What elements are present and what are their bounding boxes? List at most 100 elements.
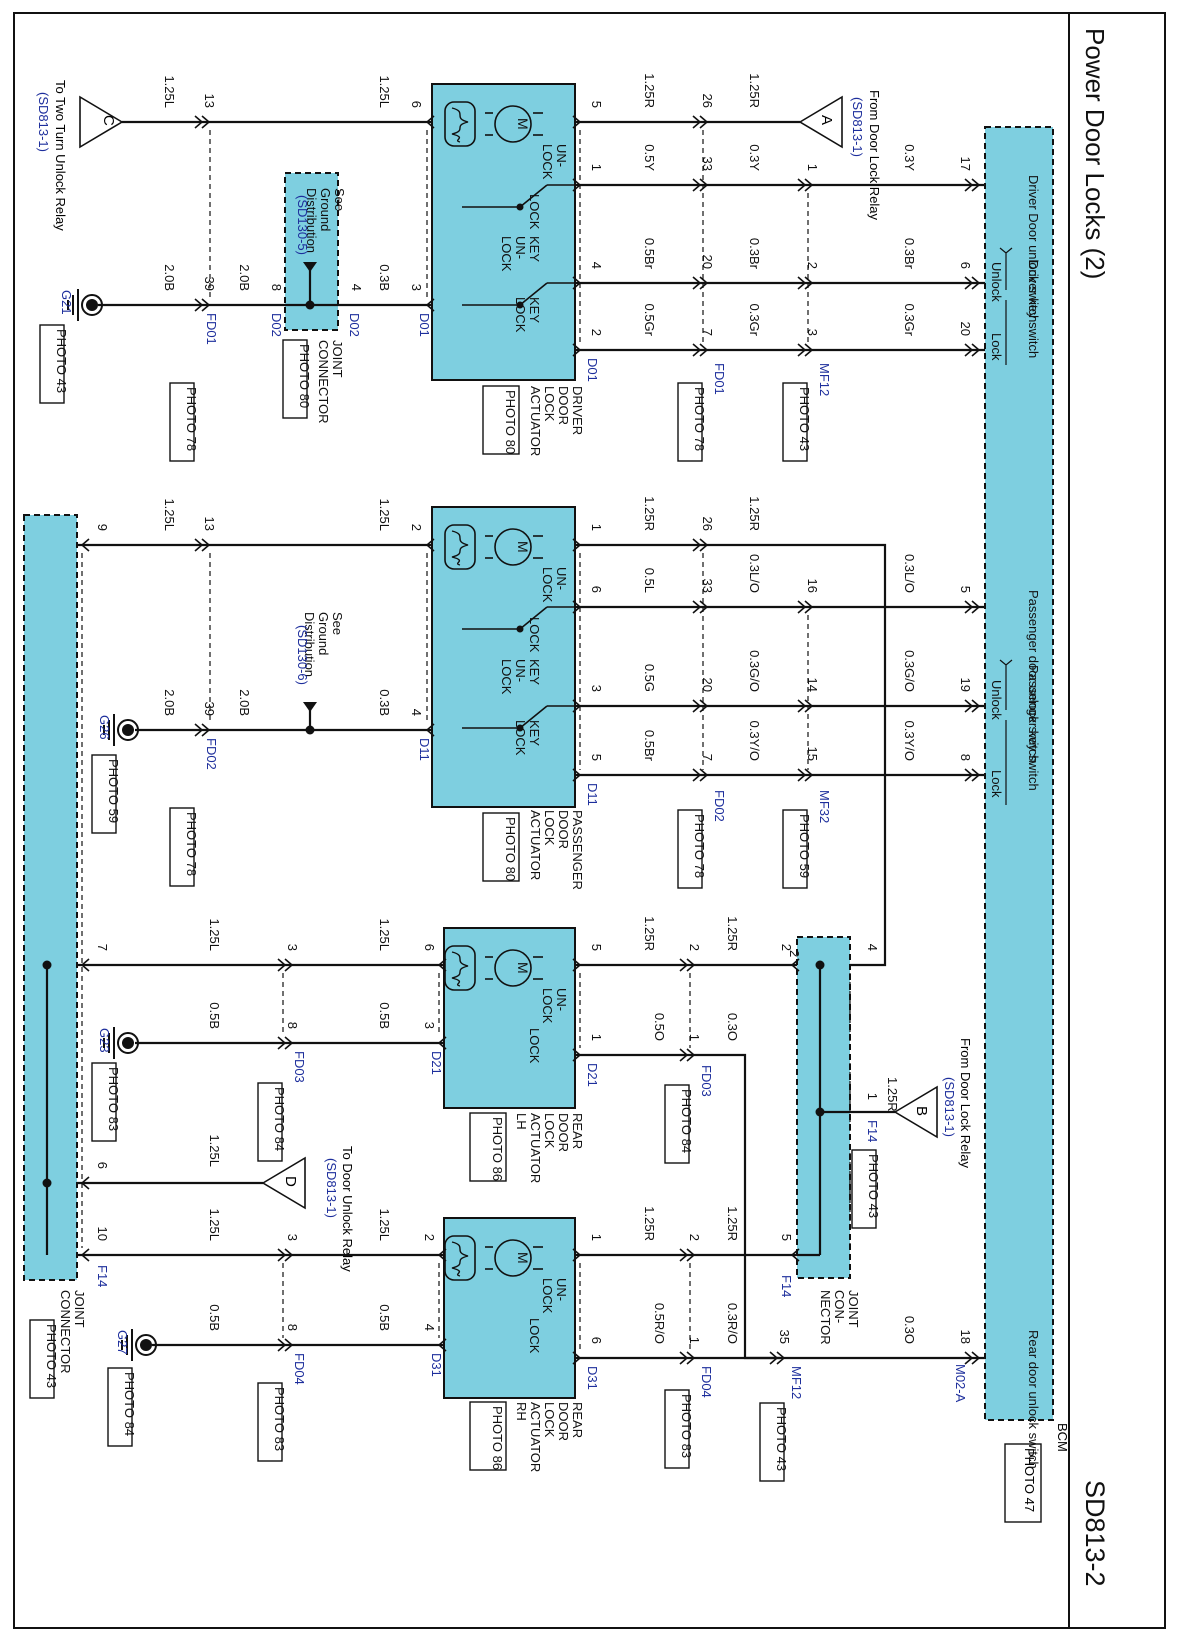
rear-lh-signal-c-b xyxy=(686,1048,696,1062)
passenger-signal-1-c2-b xyxy=(699,600,709,614)
passenger-ground-w1: 0.3B xyxy=(377,689,392,716)
rear-rh-motor-out-w2: 1.25L xyxy=(207,1208,222,1241)
driver-signal-2-c2-a xyxy=(692,276,702,290)
rear-rh-signal-w3: 0.5R/O xyxy=(652,1303,667,1344)
passenger-signal-1-act-pin-number: 6 xyxy=(589,586,604,593)
rear-rh-ground-act-pin: 4 xyxy=(422,1324,437,1331)
actuator-passenger-key-unlock-line-1: KEY xyxy=(527,659,542,685)
passenger-motor-in-c2-a xyxy=(692,538,702,552)
rear-lh-motor-in-c-b xyxy=(686,958,696,972)
connector-photo-5-label: FD02 xyxy=(712,790,727,822)
jc-left-name-line-1: JOINT xyxy=(72,1290,87,1328)
passenger-motor-in-w1: 1.25R xyxy=(747,496,762,531)
connector-photo-7: PHOTO 84 xyxy=(679,1089,694,1153)
bcm-driver-key-switch-label: Driver key switch xyxy=(1026,260,1041,358)
driver-motor-in-act xyxy=(572,115,582,129)
rear-rh-motor-in-act-pin: 1 xyxy=(589,1234,604,1241)
jc-left-name-line-2: CONNECTOR xyxy=(58,1290,73,1374)
actuator-rear_lh-unlock-line-2: LOCK xyxy=(540,988,555,1024)
passenger-signal-2-bcm-pin-number: 19 xyxy=(958,678,973,692)
driver-signal-1-c1-pin: 1 xyxy=(805,164,820,171)
passenger-signal-1-c2-pin: 33 xyxy=(700,579,715,593)
rear-rh-motor-out-jc xyxy=(80,1248,90,1262)
actuator-driver-key-unlock-line-1: KEY xyxy=(527,236,542,262)
bcm-rear-unlock-switch-label: Rear door unlock switch xyxy=(1026,1330,1041,1469)
driver-motor-out-act xyxy=(425,115,435,129)
driver-signal-2-c1-pin: 2 xyxy=(805,262,820,269)
passenger-ground-ref-line-2: Ground xyxy=(316,612,331,655)
driver-signal-3-bcm-pin-number: 20 xyxy=(958,322,973,336)
rear-jc-junction-2 xyxy=(815,960,825,970)
driver-blade-1 xyxy=(519,282,548,306)
passenger-motor-in-c2-b xyxy=(699,538,709,552)
rear-rh-motor-out-act-pin: 2 xyxy=(422,1234,437,1241)
connector-photo-11: PHOTO 83 xyxy=(272,1387,287,1451)
driver-connector-top: D01 xyxy=(585,358,600,382)
passenger-ground-c-b xyxy=(201,723,211,737)
jc-rear-pin-2: 2 xyxy=(787,950,802,957)
rear-lh-motor-in-c-a xyxy=(679,958,689,972)
connector-photo-6-box xyxy=(169,807,195,887)
passenger-signal-1-c1-a xyxy=(797,600,807,614)
actuator-rear_rh xyxy=(443,1217,576,1399)
actuator-rear_rh-name-line-3: LOCK xyxy=(542,1402,557,1438)
actuator-driver-unlock-line-1: UN- xyxy=(554,144,569,167)
actuator-rear_lh-photo-box xyxy=(469,1112,507,1182)
passenger-ground-w2: 2.0B xyxy=(237,689,252,716)
actuator-passenger-key-unlock-line-3: LOCK xyxy=(499,659,514,695)
rear-rh-signal-c2-pin: 1 xyxy=(687,1337,702,1344)
rear-rh-signal-bcm-a xyxy=(964,1351,974,1365)
jc-driver-label-right: D02 xyxy=(347,313,362,337)
driver-signal-1-bcm-pin-b xyxy=(971,178,981,192)
svg-text:To Door Unlock Relay: To Door Unlock Relay xyxy=(340,1146,355,1272)
passenger-ground-ref-line-3: Distribution xyxy=(302,612,317,677)
driver-motor-out-w1: 1.25L xyxy=(377,75,392,108)
driver-signal-1-act-pin-number: 1 xyxy=(589,164,604,171)
jc-left-photo-box xyxy=(29,1319,55,1399)
connector-photo-8: PHOTO 84 xyxy=(272,1087,287,1151)
passenger-signal-3-bcm-pin-b xyxy=(971,768,981,782)
driver-signal-2-w2: 0.3Br xyxy=(747,238,762,270)
driver-signal-1-c2-pin: 33 xyxy=(700,157,715,171)
actuator-rear_lh-name-line-1: REAR xyxy=(570,1113,585,1149)
passenger-motor-out-act xyxy=(425,538,435,552)
passenger-signal-2-c1-pin: 14 xyxy=(805,678,820,692)
passenger-signal-2-act-pin-number: 3 xyxy=(589,685,604,692)
driver-signal-1-c1-b xyxy=(804,178,814,192)
passenger-signal-1-bcm-pin-number: 5 xyxy=(958,586,973,593)
bcm-passenger-unlock-switch-label: Passenger door unlock switch xyxy=(1026,590,1041,763)
driver-signal-2-act-pin-number: 4 xyxy=(589,262,604,269)
driver-ground-w1: 0.3B xyxy=(377,264,392,291)
page-title: Power Door Locks (2) xyxy=(1080,28,1110,279)
passenger-ground-junction xyxy=(305,725,315,735)
connector-photo-4-label: MF32 xyxy=(817,790,832,823)
jc-rear-name-line-2: CON- xyxy=(832,1290,847,1323)
connector-photo-1-box xyxy=(782,382,808,462)
jc-rear-photo-box xyxy=(851,1149,877,1229)
rear-lh-connector-top: D21 xyxy=(585,1063,600,1087)
actuator-driver-key-unlock-line-3: LOCK xyxy=(499,236,514,272)
rear-lh-signal-act xyxy=(572,1048,582,1062)
ground-g26-photo-box xyxy=(91,754,117,834)
jc-driver-ground-ref-line-3: Distribution xyxy=(304,188,319,253)
relay-b: B From Door Lock Relay (SD813-1) xyxy=(893,1038,973,1169)
actuator-driver-lock-line-1: LOCK xyxy=(527,194,542,230)
svg-text:To Two Turn Unlock Relay: To Two Turn Unlock Relay xyxy=(53,80,68,231)
driver-signal-2-c1-b xyxy=(804,276,814,290)
connector-photo-10: PHOTO 43 xyxy=(774,1407,789,1471)
passenger-signal-1-c1-pin: 16 xyxy=(805,579,820,593)
actuator-passenger-name-line-3: LOCK xyxy=(542,810,557,846)
rear-rh-signal-bcm-b xyxy=(971,1351,981,1365)
jc-rear-label-right: F14 xyxy=(865,1120,880,1142)
connector-photo-9-box xyxy=(664,1389,690,1469)
connector-photo-8-label: FD03 xyxy=(292,1051,307,1083)
svg-text:(SD813-1): (SD813-1) xyxy=(850,97,865,157)
driver-signal-1-w1: 0.3Y xyxy=(902,144,917,171)
passenger-signal-1-act-pin xyxy=(572,600,582,614)
motor-rear_lh-label: M xyxy=(515,962,531,974)
svg-text:C: C xyxy=(100,115,117,126)
rear-rh-motor-out-jc-pin: 10 xyxy=(95,1227,110,1241)
rear-rh-signal-c2-a xyxy=(679,1351,689,1365)
passenger-motor-out-c-b xyxy=(201,538,211,552)
relay-d: D To Door Unlock Relay (SD813-1) xyxy=(261,1146,355,1272)
